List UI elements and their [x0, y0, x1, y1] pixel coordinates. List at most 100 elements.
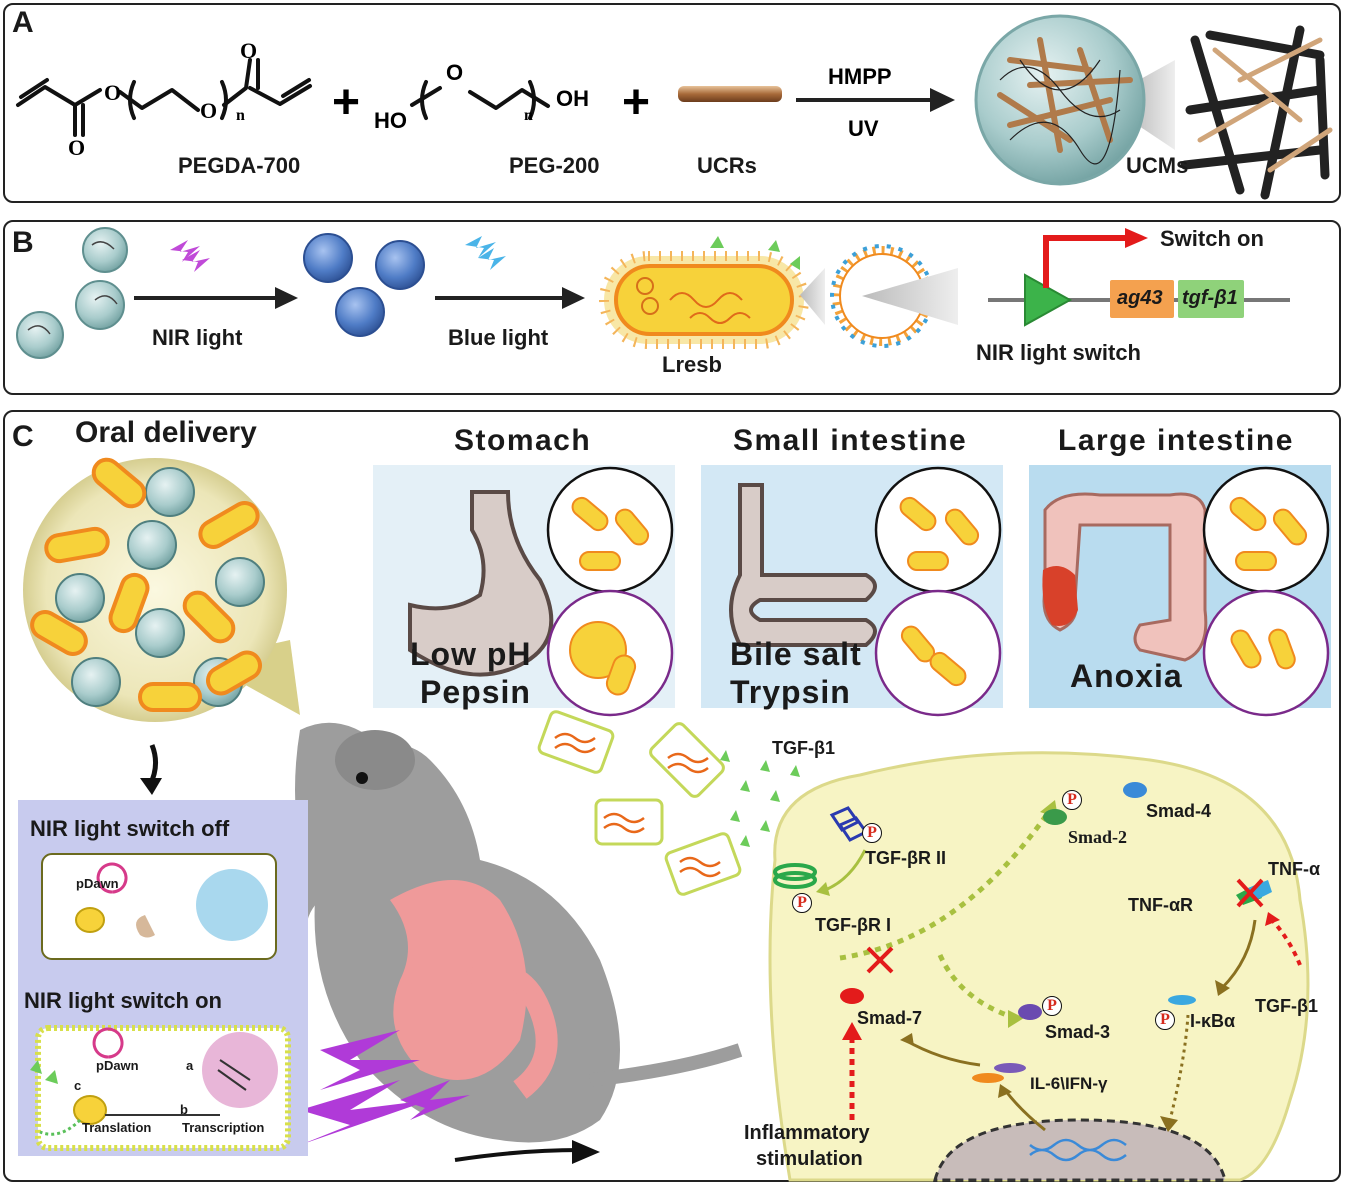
step-a: a: [186, 1058, 194, 1073]
large-intestine-title: Large intestine: [1058, 424, 1294, 457]
purple-bolts: [170, 240, 210, 272]
smad4-label: Smad-4: [1146, 801, 1212, 821]
teal-spheres: [16, 227, 128, 359]
smad7-label: Smad-7: [857, 1008, 923, 1028]
peg-label: PEG-200: [509, 153, 600, 178]
large-intestine-shape: [1042, 492, 1208, 662]
panel-a-letter: A: [12, 6, 34, 39]
stomach-line1: Low pH: [410, 636, 532, 672]
nucleus: [933, 1118, 1227, 1182]
large-line1: Anoxia: [1070, 658, 1183, 694]
pegda-structure: [16, 58, 312, 137]
peg-oh: OH: [556, 86, 589, 111]
panel-b-letter: B: [12, 226, 34, 259]
tnfar-label: TNF-αR: [1128, 895, 1194, 915]
pdawn-off: pDawn: [76, 876, 119, 891]
step-b: b: [180, 1102, 188, 1117]
tnfa-label: TNF-α: [1268, 859, 1321, 879]
circle-bacteria: [569, 496, 1308, 696]
gene-ag43: [1110, 280, 1174, 318]
pegda-label: PEGDA-700: [178, 153, 301, 178]
tgfbr1-label: TGF-βR I: [815, 915, 891, 935]
switch-on-title: NIR light switch on: [24, 988, 222, 1013]
peg-o: O: [446, 60, 463, 85]
pathway-to-smad3: [937, 953, 1016, 1021]
dna: [1029, 1138, 1127, 1162]
lresb-label: Lresb: [662, 352, 722, 377]
nir-light-label: NIR light: [152, 325, 243, 350]
blue-bolts: [465, 236, 506, 270]
step-c: c: [74, 1078, 82, 1093]
panel-a-graphics: O O O O n + + HO O n OH: [16, 14, 1333, 200]
smad2-shape: [1043, 809, 1067, 825]
tgfb1-side-label: TGF-β1: [1255, 996, 1318, 1016]
small-line1: Bile salt: [730, 636, 862, 672]
tgfbr2-label: TGF-βR II: [865, 848, 946, 868]
inflammatory-label-2: stimulation: [756, 1148, 863, 1170]
panel-b-graphics: [16, 227, 1290, 359]
il6-label: IL-6\IFN-γ: [1030, 1074, 1108, 1093]
phospho-ikba: P: [1155, 1010, 1175, 1030]
smad3-shape: [1018, 1004, 1042, 1020]
lresb-zoom-cone: [800, 268, 825, 325]
block-x: [866, 946, 894, 974]
gene-ag43-label: ag43: [1117, 287, 1163, 309]
phospho-tgfbr1: P: [792, 893, 812, 913]
cell: [768, 751, 1310, 1182]
panel-c-letter: C: [12, 420, 34, 453]
translation-label: Translation: [82, 1120, 152, 1135]
lresb-bacterium: [599, 236, 809, 349]
arrow-hmpp: HMPP: [828, 64, 892, 89]
bacteria-rna: [554, 732, 721, 878]
smad3-label: Smad-3: [1045, 1022, 1111, 1042]
phospho-smad2: P: [1062, 790, 1082, 810]
mouse-arrow: [454, 1148, 581, 1162]
arrow-uv: UV: [848, 116, 879, 141]
switch-off-title: NIR light switch off: [30, 816, 230, 841]
peg-ho: HO: [374, 108, 407, 133]
gene-tgfb1-label: tgf-β1: [1182, 287, 1238, 309]
tgfbr1-receptor: [773, 863, 817, 889]
stomach-line2: Pepsin: [420, 674, 531, 710]
pathway-to-smad2: [839, 808, 1053, 961]
blue-spheres: [303, 233, 425, 337]
ucm-network-rods: [1197, 37, 1333, 173]
ikba-shape: [1168, 995, 1196, 1005]
pdawn-on: pDawn: [96, 1058, 139, 1073]
small-intestine-shape: [729, 483, 877, 647]
oral-bacteria: [30, 457, 262, 712]
pegda-n: n: [236, 107, 245, 124]
smad2-label: Smad-2: [1068, 827, 1128, 847]
ucm-chains: [999, 59, 1121, 165]
ucr-rod: [678, 86, 782, 102]
pegda-o-upper: O: [240, 38, 257, 63]
pegda-o-lower: O: [68, 135, 85, 160]
inflamed-region: [1042, 566, 1078, 626]
small-intestine-title: Small intestine: [733, 424, 968, 457]
tnfar-receptor: [1236, 878, 1272, 908]
inflammatory-label-1: Inflammatory: [744, 1122, 870, 1144]
nir-switch-label: NIR light switch: [976, 340, 1141, 365]
phospho-tgfbr2: P: [862, 823, 882, 843]
pegda-o-ring2: O: [200, 98, 217, 123]
stomach-shape: [408, 490, 554, 677]
oral-delivery-title: Oral delivery: [75, 416, 257, 449]
il6-shape-2: [972, 1073, 1004, 1083]
il6-shape-1: [994, 1063, 1026, 1073]
plus-1: +: [332, 76, 360, 129]
pegda-o-ring1: O: [104, 80, 121, 105]
phospho-smad3: P: [1042, 996, 1062, 1016]
ikba-label: I-κBα: [1190, 1011, 1236, 1031]
smad7-shape: [840, 988, 864, 1004]
ucm-label: UCMs: [1126, 153, 1189, 178]
smad4-shape: [1123, 782, 1147, 798]
plus-2: +: [622, 76, 650, 129]
secreting-bacteria: [537, 710, 742, 896]
ucr-label: UCRs: [697, 153, 757, 178]
peg-n: n: [524, 107, 533, 124]
blue-light-label: Blue light: [448, 325, 549, 350]
gene-tgfb1: [1178, 280, 1244, 318]
peg-structure: [410, 80, 550, 120]
stomach-title: Stomach: [454, 424, 592, 457]
